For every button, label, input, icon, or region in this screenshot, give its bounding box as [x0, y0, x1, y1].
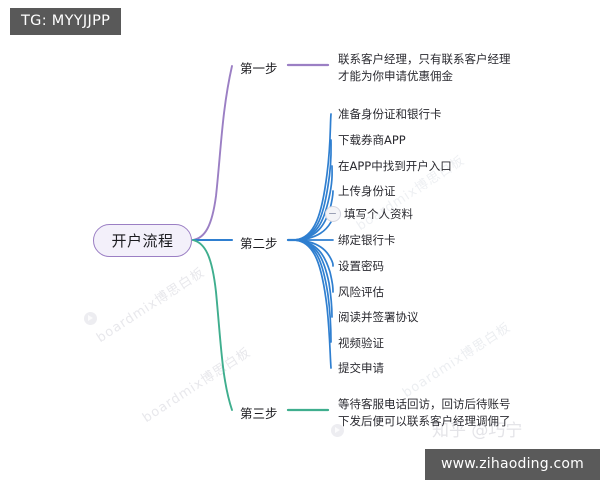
leaf-node[interactable]: 在APP中找到开户入口 — [338, 159, 452, 173]
node-collapse-toggle-icon[interactable] — [325, 206, 341, 222]
leaf-curve — [294, 239, 333, 318]
branch-label-step1[interactable]: 第一步 — [240, 61, 278, 76]
leaf-node[interactable]: 视频验证 — [338, 336, 384, 350]
leaf-node-line: 联系客户经理，只有联系客户经理 — [338, 52, 511, 66]
leaf-curve — [294, 239, 332, 369]
leaf-node[interactable]: 上传身份证 — [338, 184, 396, 198]
leaf-curve — [294, 139, 332, 241]
branch-curve-step1 — [192, 65, 233, 241]
leaf-node[interactable]: 联系客户经理，只有联系客户经理 才能为你申请优惠佣金 — [338, 51, 523, 85]
leaf-node[interactable]: 准备身份证和银行卡 — [338, 107, 442, 121]
branch-curve-step3 — [192, 239, 233, 411]
root-node[interactable]: 开户流程 — [93, 224, 192, 257]
leaf-curve — [294, 113, 332, 241]
leaf-node[interactable]: 绑定银行卡 — [338, 233, 396, 247]
leaf-node[interactable]: 设置密码 — [338, 259, 384, 273]
leaf-node[interactable]: 等待客服电话回访，回访后待账号 下发后便可以联系客户经理调佣了 — [338, 396, 538, 430]
leaf-node-line: 下发后便可以联系客户经理调佣了 — [338, 414, 511, 428]
leaf-node-line: 等待客服电话回访，回访后待账号 — [338, 397, 511, 411]
leaf-node-line: 才能为你申请优惠佣金 — [338, 69, 453, 83]
leaf-node[interactable]: 阅读并签署协议 — [338, 310, 419, 324]
leaf-node-selected[interactable]: 填写个人资料 — [344, 207, 413, 221]
leaf-node[interactable]: 风险评估 — [338, 285, 384, 299]
leaf-curve — [294, 239, 332, 343]
leaf-node[interactable]: 提交申请 — [338, 361, 384, 375]
site-badge: www.zihaoding.com — [424, 449, 600, 480]
leaf-curve — [294, 165, 333, 241]
tg-badge: TG: MYYJJPP — [10, 8, 122, 35]
leaf-curve — [294, 239, 334, 267]
root-node-label: 开户流程 — [111, 232, 174, 250]
leaf-curve — [294, 239, 334, 293]
branch-label-step2[interactable]: 第二步 — [240, 236, 278, 251]
leaf-node[interactable]: 下载券商APP — [338, 133, 406, 147]
branch-label-step3[interactable]: 第三步 — [240, 406, 278, 421]
